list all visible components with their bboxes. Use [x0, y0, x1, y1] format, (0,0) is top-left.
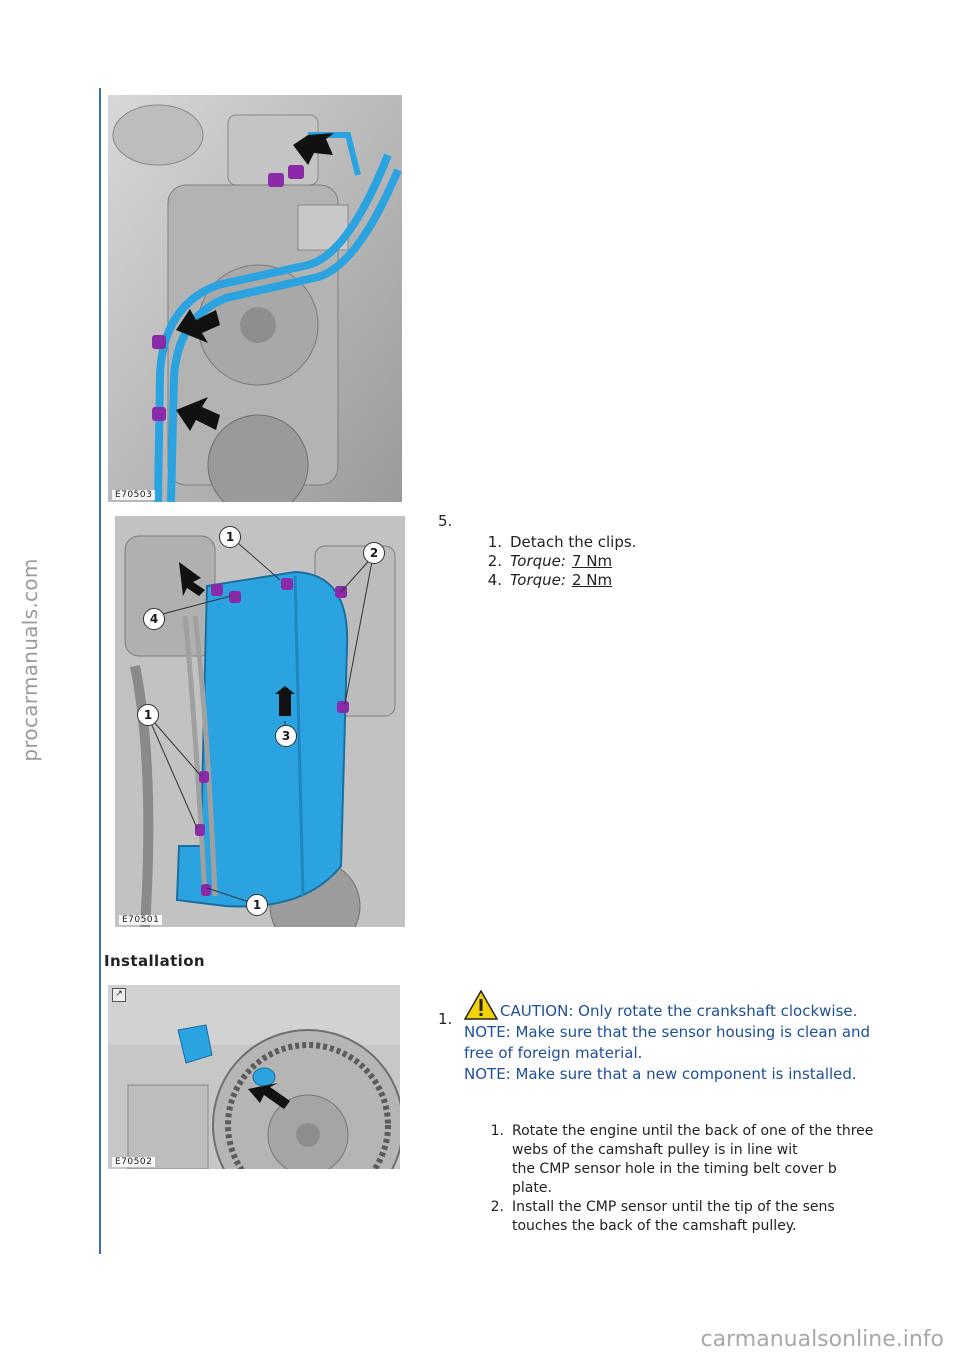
caution-line: CAUTION: Only rotate the crankshaft cloc…	[464, 990, 874, 1022]
installation-substeps: 1. Rotate the engine until the back of o…	[464, 1122, 874, 1236]
step-number: 5.	[438, 512, 453, 530]
substep: 4. Torque: 2 Nm	[476, 571, 636, 590]
callout: 2	[363, 542, 385, 564]
substep: 1. Detach the clips.	[476, 533, 637, 552]
figure-timing-cover: 1 2 4 1 3 1 E70501	[115, 516, 405, 927]
caution-block: CAUTION: Only rotate the crankshaft cloc…	[464, 990, 874, 1085]
substep: 1. Rotate the engine until the back of o…	[464, 1122, 874, 1198]
substep-text: Install the CMP sensor until the tip of …	[512, 1199, 835, 1234]
timing-cover-illustration	[115, 516, 405, 927]
callout: 1	[246, 894, 268, 916]
note-text: NOTE: Make sure that the sensor housing …	[464, 1023, 871, 1062]
substep: 2. Torque: 7 Nm	[476, 552, 636, 571]
side-watermark: procarmanuals.com	[18, 558, 42, 762]
zoom-icon[interactable]: ↗	[112, 988, 126, 1002]
substep-number: 1.	[490, 1123, 504, 1139]
substep-number: 2.	[490, 1199, 504, 1215]
substep-text: Detach the clips.	[510, 533, 637, 551]
callout: 3	[275, 725, 297, 747]
torque-value-link[interactable]: 2 Nm	[571, 571, 613, 589]
substep-number: 1.	[487, 533, 502, 551]
callout: 1	[219, 526, 241, 548]
substep-number: 2.	[487, 552, 502, 570]
torque-label: Torque:	[510, 552, 566, 570]
figure-code: E70502	[112, 1157, 156, 1167]
torque-label: Torque:	[510, 571, 566, 589]
substep-text: Rotate the engine until the back of one …	[512, 1123, 874, 1196]
torque-value-link[interactable]: 7 Nm	[571, 552, 613, 570]
caution-text: CAUTION: Only rotate the crankshaft cloc…	[500, 1002, 858, 1020]
section-heading: Installation	[104, 952, 205, 970]
callout: 4	[143, 608, 165, 630]
note-text: NOTE: Make sure that a new component is …	[464, 1065, 857, 1083]
substep: 2. Install the CMP sensor until the tip …	[464, 1198, 874, 1236]
warning-triangle-icon	[464, 990, 498, 1020]
figure-code: E70501	[119, 915, 163, 925]
removal-substeps: 1. Detach the clips. 2. Torque: 7 Nm 4. …	[476, 533, 637, 590]
cmp-sensor-illustration	[108, 985, 400, 1169]
footer-watermark: carmanualsonline.info	[700, 1327, 944, 1352]
install-step-number: 1.	[438, 1010, 453, 1028]
figure-fuel-lines: E70503	[108, 95, 402, 502]
substep-number: 4.	[487, 571, 502, 589]
figure-cmp-sensor: ↗ E70502	[108, 985, 400, 1169]
figure-code: E70503	[112, 490, 156, 500]
callout: 1	[137, 704, 159, 726]
fuel-lines-illustration	[108, 95, 402, 502]
left-margin-rule	[99, 88, 101, 1254]
